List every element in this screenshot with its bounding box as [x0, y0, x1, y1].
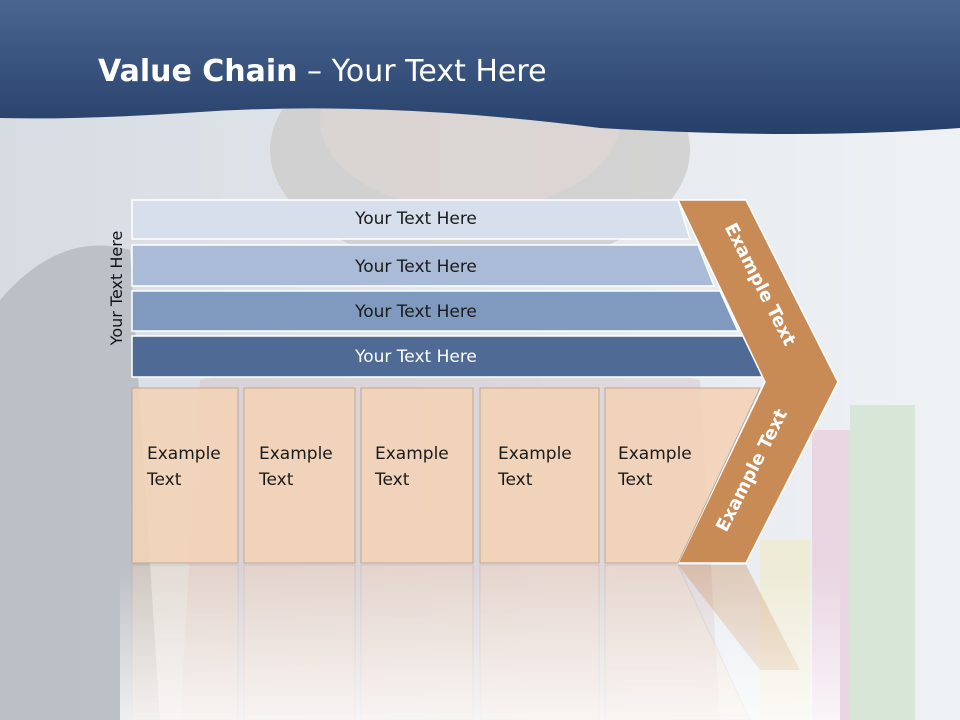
- primary-box-4: [479, 387, 600, 564]
- support-bar-1: [131, 199, 692, 240]
- primary-box-5: [604, 387, 761, 564]
- support-bar-3-label: Your Text Here: [354, 302, 477, 322]
- primary-box-2-line1: Example: [259, 444, 333, 464]
- primary-box-3: [360, 387, 474, 564]
- primary-box-2-line2: Text: [258, 470, 294, 490]
- primary-box-2: [243, 387, 356, 564]
- support-bar-2: [131, 244, 716, 287]
- primary-box-4-line2: Text: [497, 470, 533, 490]
- primary-box-4-line1: Example: [498, 444, 572, 464]
- primary-box-1: [131, 387, 239, 564]
- support-bars: Your Text Here Your Text Here Your Text …: [131, 199, 765, 378]
- support-bar-3: [131, 290, 740, 332]
- support-bar-4-label: Your Text Here: [354, 347, 477, 367]
- header-band: [0, 0, 960, 134]
- slide-title: Value Chain – Your Text Here: [98, 54, 547, 89]
- support-bar-2-label: Your Text Here: [354, 257, 477, 277]
- primary-boxes: Example Text Example Text Example Text E…: [131, 387, 761, 564]
- slide-title-rest: – Your Text Here: [297, 54, 547, 89]
- primary-box-5-line1: Example: [618, 444, 692, 464]
- value-chevron: [676, 199, 839, 564]
- primary-box-1-line2: Text: [146, 470, 182, 490]
- reflection-fade: [120, 566, 840, 720]
- side-label: Your Text Here: [107, 231, 126, 347]
- primary-box-1-line1: Example: [147, 444, 221, 464]
- primary-box-3-line2: Text: [374, 470, 410, 490]
- support-bar-1-label: Your Text Here: [354, 209, 477, 229]
- slide-title-bold: Value Chain: [98, 54, 298, 89]
- primary-box-5-line2: Text: [617, 470, 653, 490]
- primary-box-3-line1: Example: [375, 444, 449, 464]
